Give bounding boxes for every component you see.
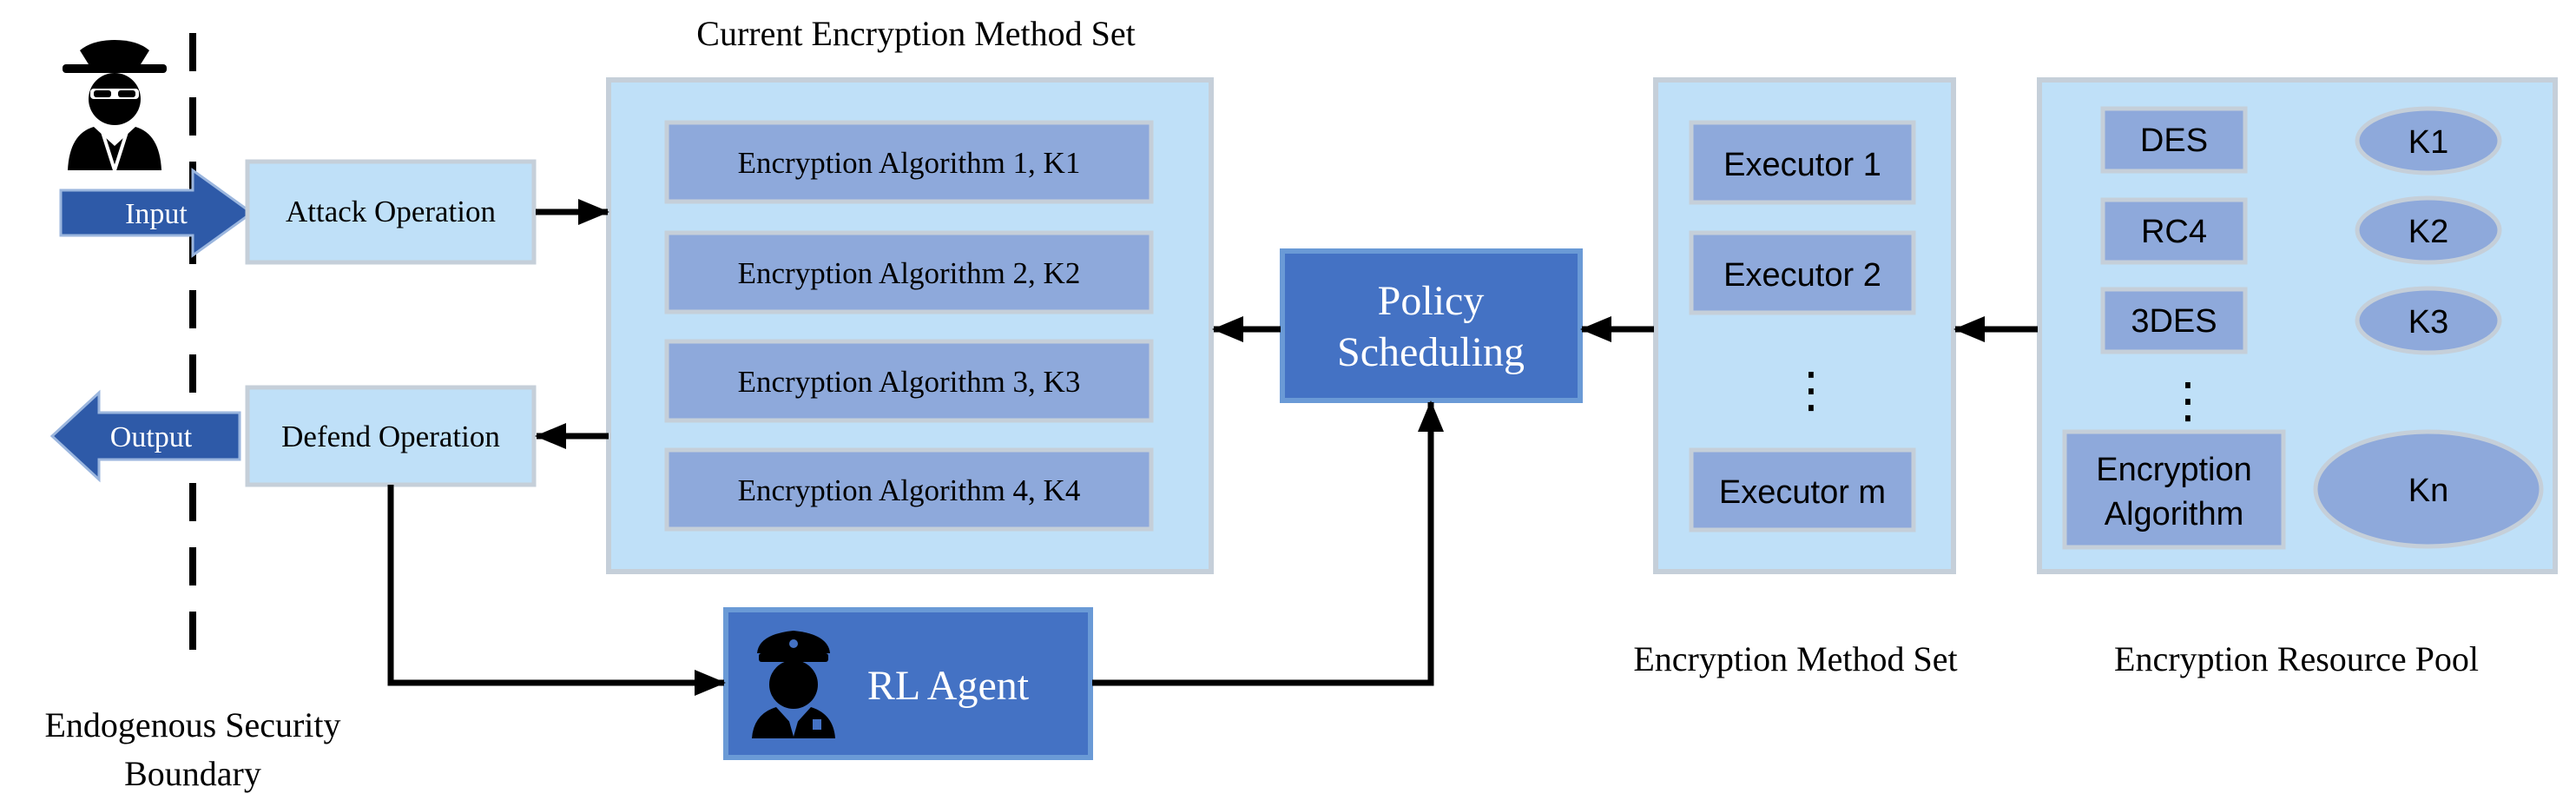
executor-ellipsis: ⋮ bbox=[1787, 362, 1835, 417]
pool-algorithm-des: DES bbox=[2100, 106, 2248, 174]
pool-algorithm-generic: Encryption Algorithm bbox=[2062, 429, 2286, 550]
boundary-label-line1: Endogenous Security bbox=[44, 705, 340, 744]
defend-operation-box: Defend Operation bbox=[245, 385, 537, 487]
executor-2: Executor 2 bbox=[1689, 230, 1916, 315]
output-arrow: Output bbox=[49, 389, 241, 483]
executor-1: Executor 1 bbox=[1689, 120, 1916, 205]
pool-key-k3: K3 bbox=[2355, 286, 2502, 355]
input-label: Input bbox=[125, 198, 188, 230]
current-algorithm-1-label: Encryption Algorithm 1, K1 bbox=[738, 146, 1081, 180]
pool-key-k3-label: K3 bbox=[2408, 304, 2448, 341]
pool-key-k2-label: K2 bbox=[2408, 214, 2448, 250]
policy-label-line1: Policy bbox=[1378, 278, 1485, 324]
current-algorithm-3: Encryption Algorithm 3, K3 bbox=[664, 339, 1154, 423]
police-officer-icon bbox=[752, 631, 835, 738]
method-set-title: Encryption Method Set bbox=[1633, 639, 1957, 678]
executor-m: Executor m bbox=[1689, 447, 1916, 532]
arrow-agent-to-policy bbox=[1092, 400, 1444, 686]
arrow-defend-to-agent bbox=[387, 485, 726, 696]
policy-label-line2: Scheduling bbox=[1337, 329, 1525, 375]
pool-algorithm-rc4: RC4 bbox=[2100, 197, 2248, 265]
pool-key-kn-label: Kn bbox=[2408, 473, 2448, 509]
pool-algorithm-3des: 3DES bbox=[2100, 287, 2248, 354]
pool-key-k1: K1 bbox=[2355, 106, 2502, 175]
input-arrow: Input bbox=[59, 168, 254, 258]
pool-ellipsis: ⋮ bbox=[2164, 373, 2212, 427]
policy-scheduling-box: Policy Scheduling bbox=[1280, 248, 1583, 403]
executor-m-label: Executor m bbox=[1719, 474, 1886, 511]
pool-algorithm-generic-line2: Algorithm bbox=[2105, 496, 2244, 532]
pool-algorithm-des-label: DES bbox=[2140, 122, 2208, 159]
attack-operation-label: Attack Operation bbox=[286, 195, 496, 228]
pool-key-k2: K2 bbox=[2355, 195, 2502, 265]
resource-pool-title: Encryption Resource Pool bbox=[2114, 639, 2479, 678]
executor-2-label: Executor 2 bbox=[1723, 257, 1881, 294]
defend-operation-label: Defend Operation bbox=[281, 420, 500, 453]
pool-key-k1-label: K1 bbox=[2408, 124, 2448, 161]
current-set-title: Current Encryption Method Set bbox=[696, 14, 1135, 53]
spy-icon bbox=[63, 40, 167, 176]
current-algorithm-2-label: Encryption Algorithm 2, K2 bbox=[738, 256, 1081, 290]
rl-agent-label: RL Agent bbox=[867, 663, 1030, 709]
current-algorithm-2: Encryption Algorithm 2, K2 bbox=[664, 230, 1154, 314]
current-algorithm-4: Encryption Algorithm 4, K4 bbox=[664, 447, 1154, 532]
pool-algorithm-rc4-label: RC4 bbox=[2141, 214, 2207, 250]
pool-key-kn: Kn bbox=[2313, 429, 2544, 549]
pool-algorithm-3des-label: 3DES bbox=[2131, 303, 2217, 340]
current-algorithm-1: Encryption Algorithm 1, K1 bbox=[664, 120, 1154, 204]
current-algorithm-3-label: Encryption Algorithm 3, K3 bbox=[738, 365, 1081, 399]
pool-algorithm-generic-line1: Encryption bbox=[2096, 452, 2252, 488]
attack-operation-box: Attack Operation bbox=[245, 159, 537, 265]
output-label: Output bbox=[110, 421, 193, 453]
boundary-label-line2: Boundary bbox=[124, 754, 261, 793]
current-algorithm-4-label: Encryption Algorithm 4, K4 bbox=[738, 473, 1081, 507]
executor-1-label: Executor 1 bbox=[1723, 147, 1881, 183]
